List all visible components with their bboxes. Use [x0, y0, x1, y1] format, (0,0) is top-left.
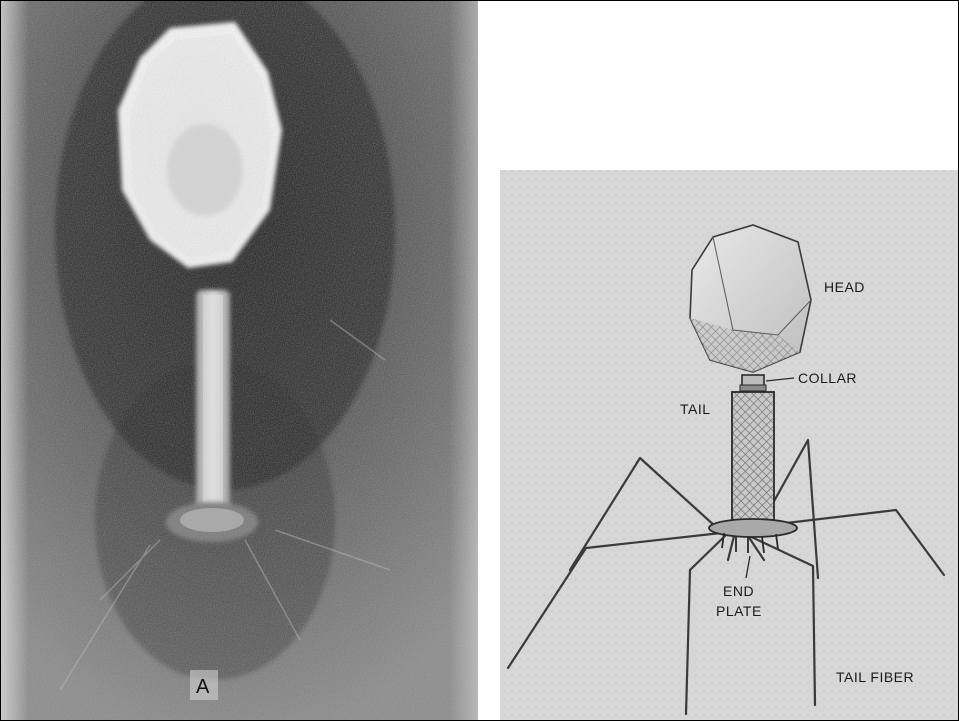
drawing-panel: HEAD COLLAR TAIL END PLATE TAIL FIBER [478, 0, 959, 721]
phage-drawing: HEAD COLLAR TAIL END PLATE TAIL FIBER [478, 0, 959, 721]
panel-letter-a: A [196, 676, 210, 698]
micrograph-image: A [0, 0, 478, 721]
label-tail: TAIL [680, 401, 711, 417]
micrograph-panel: A [0, 0, 478, 721]
drawing-head [690, 225, 811, 372]
label-tail-fiber: TAIL FIBER [836, 669, 914, 685]
drawing-tail [732, 392, 774, 522]
label-end-plate-line1: END [723, 583, 754, 599]
label-collar: COLLAR [798, 370, 857, 386]
label-head: HEAD [824, 279, 865, 295]
label-end-plate-line2: PLATE [716, 603, 762, 619]
